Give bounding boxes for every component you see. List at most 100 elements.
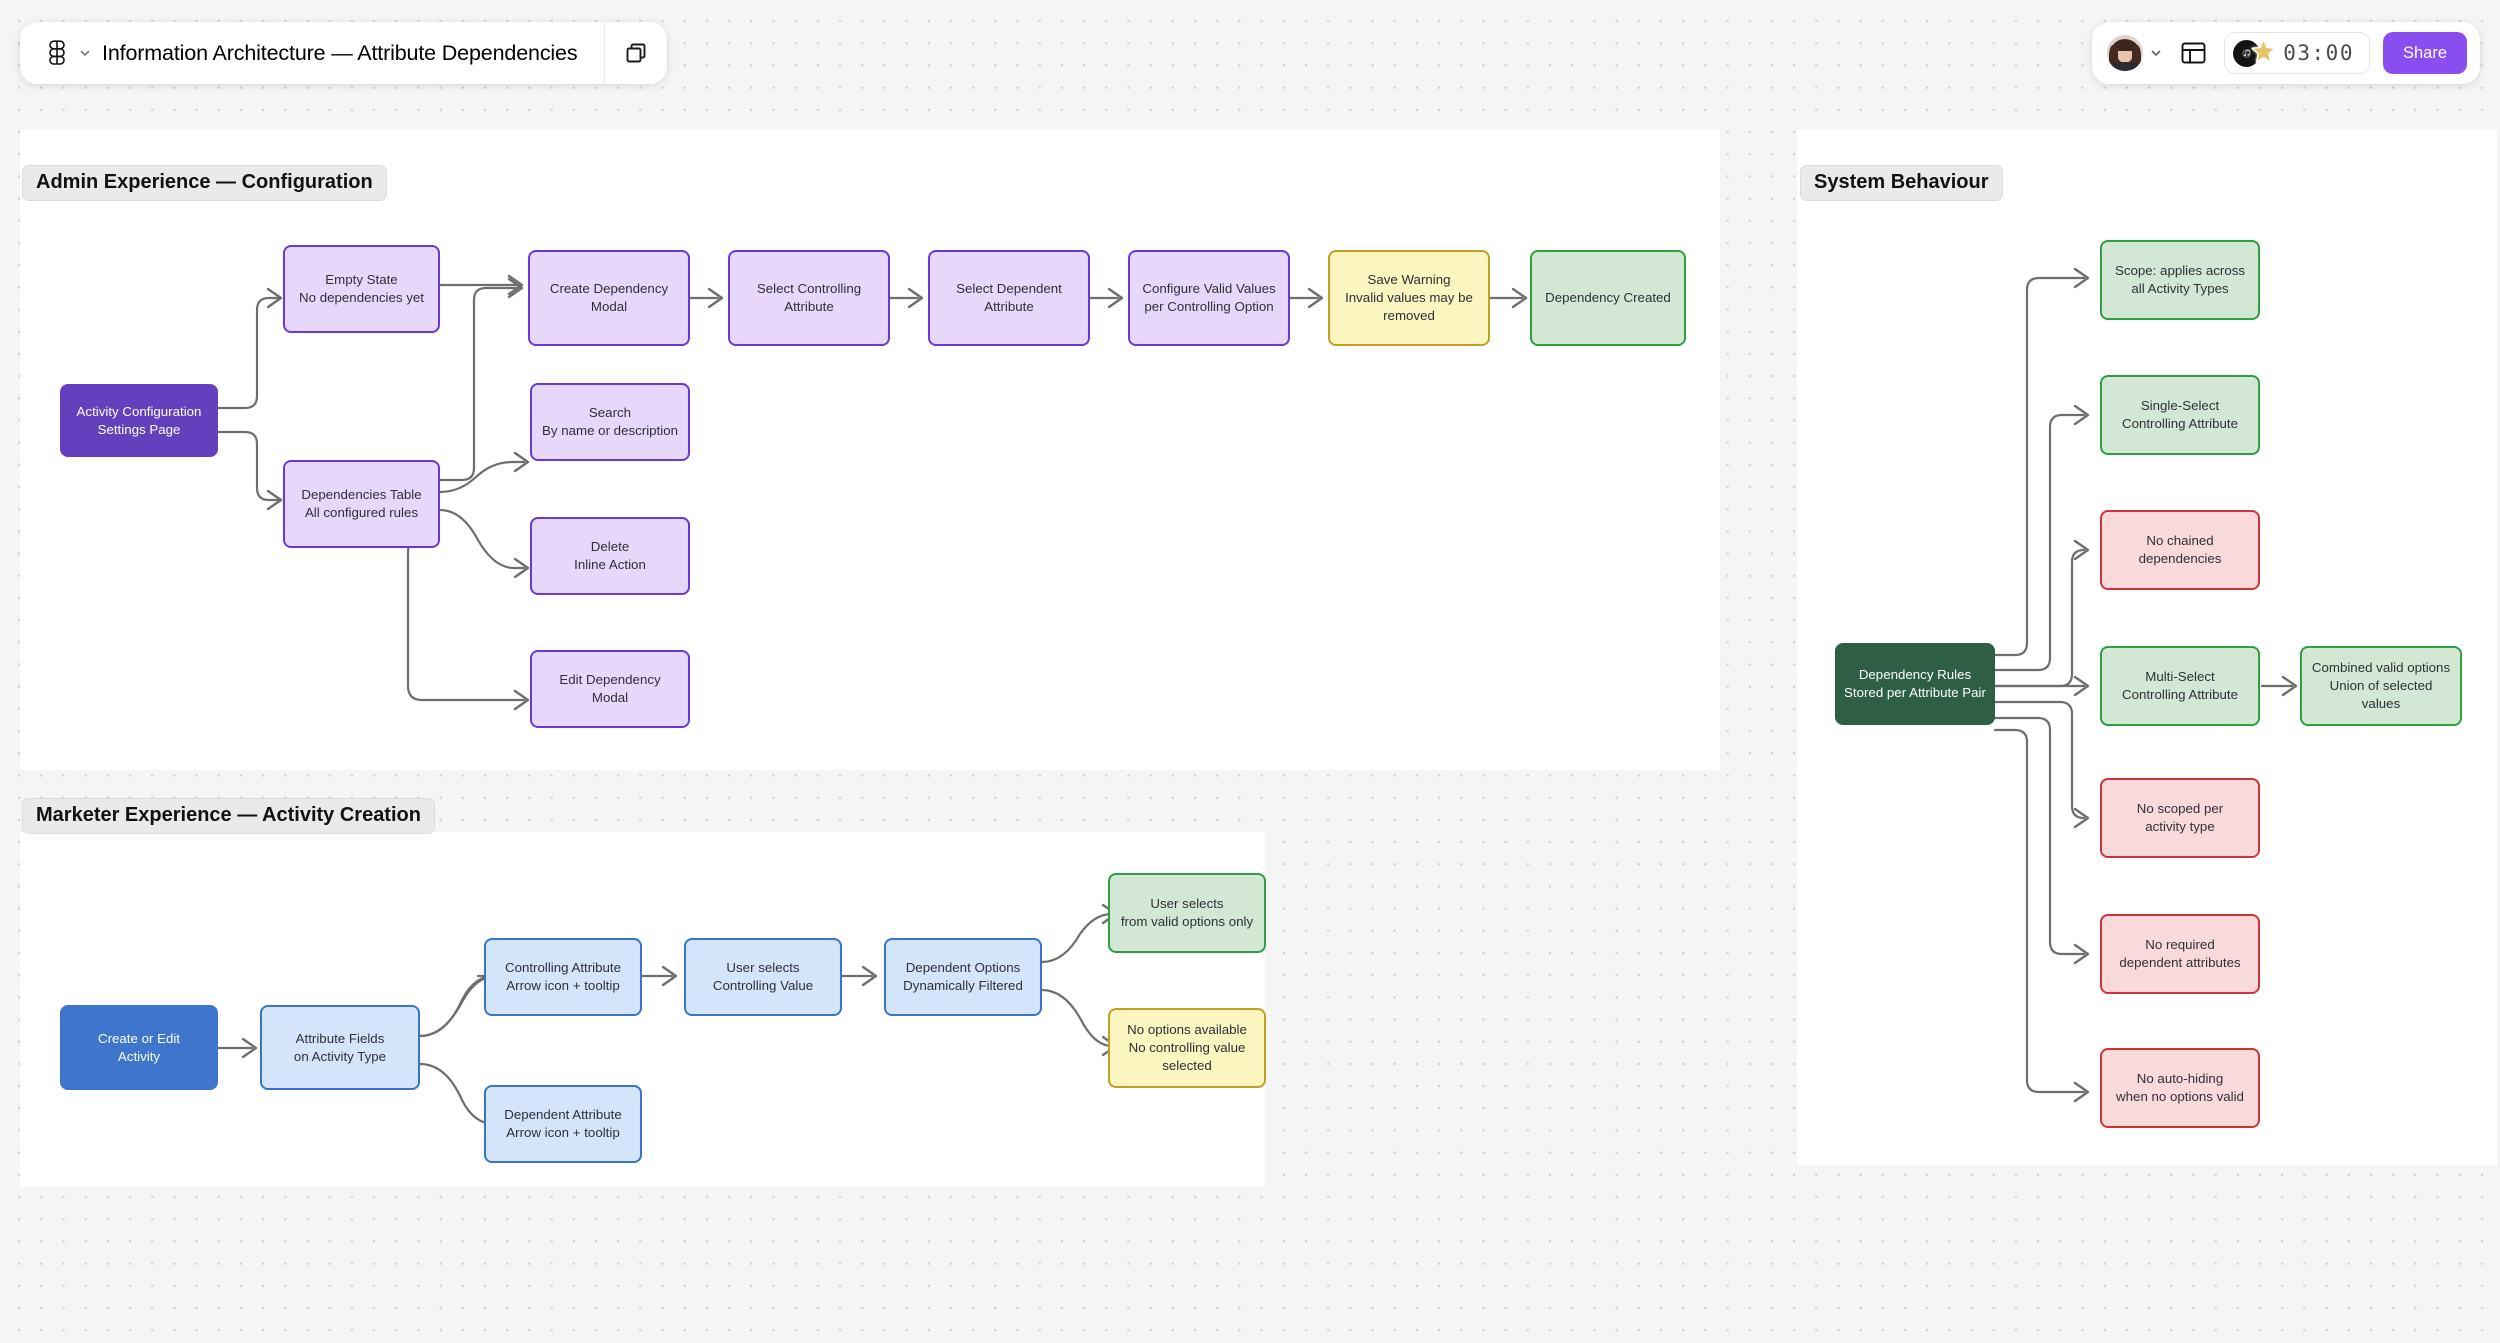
node-line-2: dependencies bbox=[2138, 551, 2222, 566]
node-line-2: Invalid values may be removed bbox=[1345, 290, 1473, 323]
node-user-selects-controlling-value[interactable]: User selects Controlling Value bbox=[684, 938, 842, 1016]
node-line-1: No required bbox=[2145, 937, 2215, 953]
user-menu[interactable] bbox=[2107, 35, 2162, 71]
section-frame-admin bbox=[20, 130, 1720, 770]
share-button[interactable]: Share bbox=[2382, 32, 2467, 74]
timer-widget[interactable]: ♫ 03:00 bbox=[2224, 32, 2370, 74]
node-line-2: Attribute bbox=[984, 299, 1034, 314]
vinyl-music-icon: ♫ bbox=[2233, 40, 2261, 67]
node-line-2: on Activity Type bbox=[293, 1048, 387, 1064]
node-line-2: All configured rules bbox=[304, 505, 419, 520]
toolbar-divider bbox=[604, 22, 606, 84]
node-line-1: Single-Select bbox=[2140, 398, 2220, 414]
node-line-1: Scope: applies across bbox=[2114, 263, 2246, 279]
title-group[interactable]: Information Architecture — Attribute Dep… bbox=[20, 22, 604, 84]
node-delete[interactable]: Delete Inline Action bbox=[530, 517, 690, 595]
section-tag-marketer[interactable]: Marketer Experience — Activity Creation bbox=[22, 798, 435, 834]
node-line-2: Controlling Attribute bbox=[2121, 687, 2239, 702]
node-line-1: Controlling Attribute bbox=[504, 960, 622, 976]
right-toolbar: ♫ 03:00 Share bbox=[2092, 22, 2480, 84]
node-line-2: Inline Action bbox=[574, 557, 646, 572]
node-dependent-attribute[interactable]: Dependent Attribute Arrow icon + tooltip bbox=[484, 1085, 642, 1163]
node-line-2: per Controlling Option bbox=[1144, 299, 1274, 314]
node-select-dependent-attribute[interactable]: Select Dependent Attribute bbox=[928, 250, 1090, 346]
node-configure-valid-values[interactable]: Configure Valid Values per Controlling O… bbox=[1128, 250, 1290, 346]
node-dependencies-table[interactable]: Dependencies Table All configured rules bbox=[283, 460, 440, 548]
node-line-2: Arrow icon + tooltip bbox=[506, 1125, 620, 1140]
node-line-1: Configure Valid Values bbox=[1142, 281, 1276, 297]
node-controlling-attribute[interactable]: Controlling Attribute Arrow icon + toolt… bbox=[484, 938, 642, 1016]
node-line-1: Dependencies Table bbox=[301, 487, 422, 503]
node-line-1: No options available bbox=[1127, 1022, 1247, 1038]
node-line-2: from valid options only bbox=[1120, 914, 1254, 929]
node-line-1: Dependent Options bbox=[905, 960, 1021, 976]
node-line-1: Empty State bbox=[325, 272, 398, 288]
node-line-1: Dependency Created bbox=[1545, 290, 1671, 306]
avatar[interactable] bbox=[2107, 35, 2144, 71]
node-dependency-created[interactable]: Dependency Created bbox=[1530, 250, 1686, 346]
node-single-select-controlling[interactable]: Single-Select Controlling Attribute bbox=[2100, 375, 2260, 455]
node-dependent-options[interactable]: Dependent Options Dynamically Filtered bbox=[884, 938, 1042, 1016]
node-no-required-dependent-attributes[interactable]: No required dependent attributes bbox=[2100, 914, 2260, 994]
duplicate-button[interactable] bbox=[605, 22, 667, 84]
node-line-2: Modal bbox=[590, 299, 628, 314]
node-line-1: Multi-Select bbox=[2145, 669, 2215, 685]
node-line-2: Settings Page bbox=[97, 421, 181, 437]
node-line-1: No chained bbox=[2146, 533, 2214, 549]
node-line-2: Dynamically Filtered bbox=[903, 978, 1023, 993]
node-no-options-available[interactable]: No options available No controlling valu… bbox=[1108, 1008, 1266, 1088]
node-create-dependency[interactable]: Create Dependency Modal bbox=[528, 250, 690, 346]
chevron-down-icon[interactable] bbox=[79, 47, 91, 59]
layout-panel-button[interactable] bbox=[2175, 35, 2211, 71]
node-activity-config[interactable]: Activity Configuration Settings Page bbox=[60, 384, 218, 457]
node-combined-valid-options[interactable]: Combined valid options Union of selected… bbox=[2300, 646, 2462, 726]
node-edit-dependency[interactable]: Edit Dependency Modal bbox=[530, 650, 690, 728]
node-line-1: Create Dependency bbox=[549, 281, 669, 297]
timer-badges: ♫ bbox=[2233, 38, 2277, 68]
node-line-2: all Activity Types bbox=[2131, 281, 2229, 296]
node-line-2: By name or description bbox=[542, 423, 678, 438]
node-line-1: No scoped per bbox=[2136, 801, 2224, 817]
node-search[interactable]: Search By name or description bbox=[530, 383, 690, 461]
figjam-logo-icon[interactable] bbox=[46, 40, 68, 66]
node-line-1: Dependent Attribute bbox=[504, 1107, 622, 1123]
section-tag-admin[interactable]: Admin Experience — Configuration bbox=[22, 165, 387, 201]
node-line-1: Dependency Rules bbox=[1858, 667, 1972, 683]
node-line-2: Modal bbox=[591, 690, 629, 705]
node-line-1: User selects bbox=[1150, 896, 1224, 912]
duplicate-icon bbox=[623, 40, 649, 66]
node-line-2: Activity bbox=[117, 1048, 161, 1064]
node-select-controlling-attribute[interactable]: Select Controlling Attribute bbox=[728, 250, 890, 346]
layout-panel-icon bbox=[2181, 42, 2206, 64]
node-line-1: Activity Configuration bbox=[76, 403, 202, 419]
node-create-or-edit-activity[interactable]: Create or Edit Activity bbox=[60, 1005, 218, 1090]
node-line-2: Union of selected values bbox=[2329, 678, 2433, 711]
node-line-2: Arrow icon + tooltip bbox=[506, 978, 620, 993]
node-line-1: No auto-hiding bbox=[2136, 1071, 2224, 1087]
node-line-2: Stored per Attribute Pair bbox=[1844, 685, 1986, 700]
node-multi-select-controlling[interactable]: Multi-Select Controlling Attribute bbox=[2100, 646, 2260, 726]
node-dependency-rules[interactable]: Dependency Rules Stored per Attribute Pa… bbox=[1835, 643, 1995, 725]
node-save-warning[interactable]: Save Warning Invalid values may be remov… bbox=[1328, 250, 1490, 346]
node-empty-state[interactable]: Empty State No dependencies yet bbox=[283, 245, 440, 333]
node-line-2: Controlling Attribute bbox=[2121, 416, 2239, 431]
node-line-2: No dependencies yet bbox=[299, 290, 424, 305]
node-no-auto-hiding[interactable]: No auto-hiding when no options valid bbox=[2100, 1048, 2260, 1128]
node-line-2: Attribute bbox=[784, 299, 834, 314]
timer-value: 03:00 bbox=[2283, 41, 2354, 65]
document-titlebar: Information Architecture — Attribute Dep… bbox=[20, 22, 668, 84]
node-attribute-fields[interactable]: Attribute Fields on Activity Type bbox=[260, 1005, 420, 1090]
node-line-2: No controlling value selected bbox=[1128, 1040, 1246, 1073]
chevron-down-icon[interactable] bbox=[2150, 47, 2162, 59]
node-line-1: Delete bbox=[590, 539, 630, 555]
node-line-2: activity type bbox=[2145, 819, 2215, 834]
node-user-selects-valid-options[interactable]: User selects from valid options only bbox=[1108, 873, 1266, 953]
node-no-scoped-per-activity-type[interactable]: No scoped per activity type bbox=[2100, 778, 2260, 858]
node-line-1: Attribute Fields bbox=[295, 1030, 385, 1046]
section-tag-system[interactable]: System Behaviour bbox=[1800, 165, 2003, 201]
node-no-chained-dependencies[interactable]: No chained dependencies bbox=[2100, 510, 2260, 590]
node-line-1: Search bbox=[588, 405, 632, 421]
node-line-1: Save Warning bbox=[1367, 272, 1451, 288]
node-scope-activity-types[interactable]: Scope: applies across all Activity Types bbox=[2100, 240, 2260, 320]
